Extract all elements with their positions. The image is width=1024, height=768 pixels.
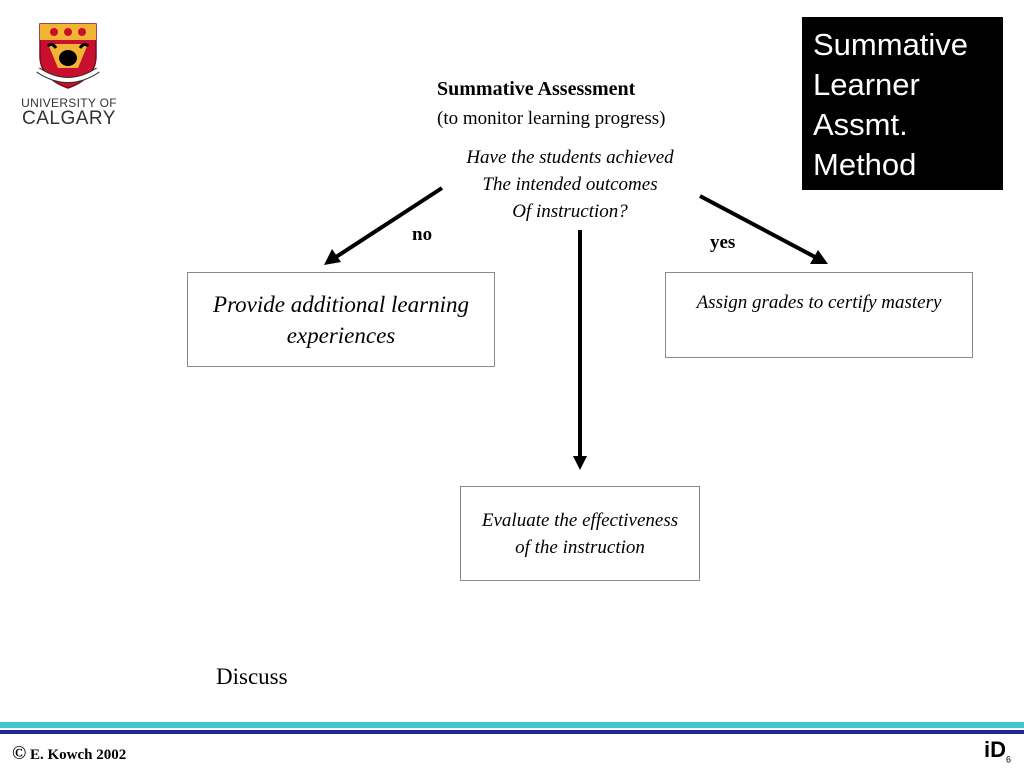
slide-title-line: Learner	[813, 67, 920, 102]
question-line: The intended outcomes	[482, 174, 658, 195]
decision-question: Have the students achieved The intended …	[430, 144, 710, 225]
outcome-box-evaluate: Evaluate the effectiveness of the instru…	[460, 486, 700, 581]
outcome-box-yes: Assign grades to certify mastery	[665, 272, 973, 358]
page-number: 6	[1006, 754, 1012, 765]
diagram-heading: Summative Assessment	[437, 78, 636, 100]
slide-title-line: Summative	[813, 27, 969, 62]
arrow-yes-head	[810, 250, 828, 264]
question-line: Have the students achieved	[466, 147, 674, 168]
footer-logo: iD6	[984, 737, 1011, 764]
outcome-box-no: Provide additional learning experiences	[187, 272, 495, 367]
footer-rule-teal	[0, 722, 1024, 728]
slide-title-line: Method	[813, 147, 917, 182]
arrow-no-head	[324, 249, 341, 265]
footer-rule-gap	[0, 728, 1024, 730]
arrow-down-head	[573, 456, 587, 470]
slide-title-box: Summative Learner Assmt. Method	[802, 17, 1003, 190]
discuss-prompt: Discuss	[216, 664, 288, 689]
branch-label-yes: yes	[710, 232, 736, 253]
university-name-line1: UNIVERSITY OF	[21, 96, 117, 110]
arrow-no	[334, 186, 444, 259]
diagram-subheading: (to monitor learning progress)	[437, 108, 666, 129]
branch-label-no: no	[412, 224, 433, 245]
footer-author: E. Kowch 2002	[29, 747, 127, 763]
question-line: Of instruction?	[512, 201, 628, 222]
footer-rule-navy	[0, 730, 1024, 734]
crest-icon	[36, 23, 100, 89]
copyright-symbol: ©	[12, 743, 27, 764]
slide-title-line: Assmt.	[813, 107, 908, 142]
university-name-line2: CALGARY	[22, 108, 116, 129]
university-logo: UNIVERSITY OF CALGARY	[14, 20, 124, 132]
footer-copyright: © E. Kowch 2002	[12, 743, 126, 765]
footer-logo-text: iD	[984, 737, 1006, 762]
